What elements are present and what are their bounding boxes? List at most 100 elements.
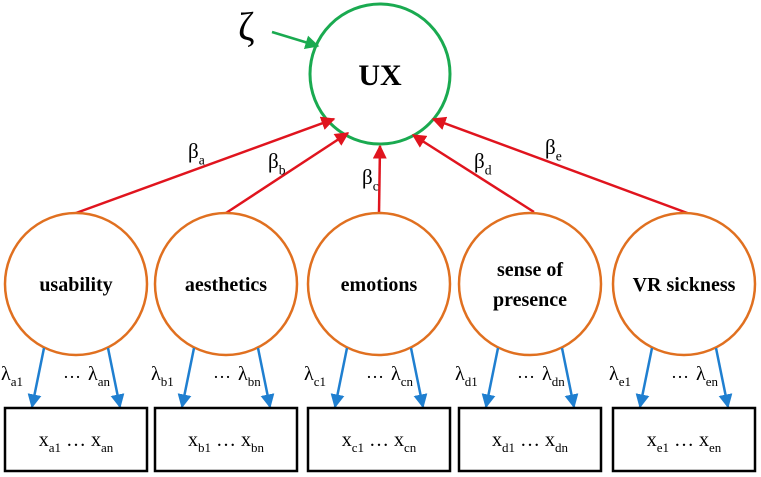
beta-label-subscript: c xyxy=(373,178,379,193)
beta-label-0: βa xyxy=(188,139,205,167)
indicator-box xyxy=(3,406,149,473)
indicator-first-base: x xyxy=(39,429,49,451)
construct-label: sense of xyxy=(497,259,563,281)
beta-label-2: βc xyxy=(362,165,379,193)
indicator-first-sub: a1 xyxy=(49,440,61,455)
indicator-last-sub: bn xyxy=(251,440,265,455)
structural-arrow xyxy=(411,133,535,214)
lambda-last-label-subscript: dn xyxy=(552,374,566,389)
lambda-first-label: λc1 xyxy=(304,363,326,389)
construct-circle xyxy=(457,211,603,357)
beta-label-base: β xyxy=(474,149,485,173)
indicator-last-sub: dn xyxy=(555,440,569,455)
loading-arrow-first xyxy=(177,347,196,409)
loading-arrow-first xyxy=(330,347,349,409)
ux-circle xyxy=(308,2,452,146)
loading-ellipsis: … xyxy=(63,362,81,382)
loading-ellipsis: … xyxy=(671,362,689,382)
indicator-ellipsis: … xyxy=(364,429,394,451)
loading-arrow-last xyxy=(560,347,579,409)
construct-label: VR sickness xyxy=(633,274,736,296)
lambda-first-label-base: λ xyxy=(304,363,314,385)
beta-label-base: β xyxy=(362,165,373,189)
indicator-last-base: x xyxy=(699,429,709,451)
lambda-last-label: λbn xyxy=(238,363,261,389)
ux-label: UX xyxy=(358,59,402,92)
indicator-label: xb1 … xbn xyxy=(188,429,265,455)
loading-ellipsis: … xyxy=(517,362,535,382)
indicator-box xyxy=(306,406,452,473)
indicator-ellipsis: … xyxy=(61,429,91,451)
construct-circle xyxy=(306,211,452,357)
loading-arrow-first xyxy=(27,347,46,409)
beta-label-subscript: e xyxy=(556,148,562,163)
indicator-label: xe1 … xen xyxy=(647,429,722,455)
indicator-first-sub: b1 xyxy=(198,440,211,455)
indicator-last-base: x xyxy=(394,429,404,451)
lambda-first-label: λb1 xyxy=(151,363,174,389)
indicator-ellipsis: … xyxy=(211,429,241,451)
lambda-last-label-subscript: an xyxy=(98,374,111,389)
construct-1: aesthetics…xb1 … xbn xyxy=(153,131,350,473)
loading-arrow-last xyxy=(106,347,125,409)
construct-label: usability xyxy=(39,274,112,296)
lambda-first-label-base: λ xyxy=(455,363,465,385)
construct-label: aesthetics xyxy=(185,274,267,296)
indicator-last-base: x xyxy=(241,429,251,451)
lambda-first-label-subscript: c1 xyxy=(314,374,326,389)
construct-4: VR sickness … xe1 … xen xyxy=(431,116,757,473)
lambda-last-label-subscript: bn xyxy=(248,374,262,389)
beta-label-3: βd xyxy=(474,149,492,177)
indicator-last-sub: cn xyxy=(404,440,417,455)
beta-label-1: βb xyxy=(268,149,286,177)
structural-arrow xyxy=(225,131,350,215)
lambda-last-label-base: λ xyxy=(238,363,248,385)
indicator-first-sub: e1 xyxy=(657,440,669,455)
lambda-last-label-base: λ xyxy=(542,363,552,385)
lambda-last-label: λen xyxy=(696,363,718,389)
construct-0: usability…xa1 … xan xyxy=(3,116,336,473)
indicator-last-base: x xyxy=(545,429,555,451)
lambda-last-label: λdn xyxy=(542,363,565,389)
indicator-first-sub: d1 xyxy=(502,440,515,455)
structural-arrow xyxy=(75,116,336,215)
indicator-label: xd1 … xdn xyxy=(492,429,569,455)
indicator-box xyxy=(153,406,299,473)
lambda-first-label-subscript: b1 xyxy=(161,374,174,389)
loading-ellipsis: … xyxy=(213,362,231,382)
indicator-label: xa1 … xan xyxy=(39,429,114,455)
zeta-symbol: ζ xyxy=(238,4,255,49)
indicator-last-base: x xyxy=(91,429,101,451)
loading-ellipsis: … xyxy=(366,362,384,382)
indicator-box xyxy=(457,406,603,473)
indicator-first-base: x xyxy=(647,429,657,451)
loading-arrow-first xyxy=(481,347,500,409)
indicator-first-base: x xyxy=(188,429,198,451)
lambda-first-label-subscript: a1 xyxy=(11,374,23,389)
indicator-ellipsis: … xyxy=(515,429,545,451)
lambda-last-label-base: λ xyxy=(696,363,706,385)
loading-arrow-last xyxy=(409,347,428,409)
indicator-label: xc1 … xcn xyxy=(342,429,417,455)
indicator-box xyxy=(611,406,757,473)
lambda-first-label-base: λ xyxy=(609,363,619,385)
indicator-first-sub: c1 xyxy=(352,440,364,455)
beta-label-base: β xyxy=(268,149,279,173)
loading-arrow-last xyxy=(714,347,733,409)
construct-circle xyxy=(611,211,757,357)
lambda-first-label: λa1 xyxy=(1,363,23,389)
construct-label: presence xyxy=(493,289,567,311)
lambda-first-label-subscript: d1 xyxy=(465,374,478,389)
beta-label-base: β xyxy=(188,139,199,163)
lambda-last-label-base: λ xyxy=(88,363,98,385)
beta-label-subscript: d xyxy=(485,162,492,177)
lambda-first-label-base: λ xyxy=(151,363,161,385)
lambda-first-label: λe1 xyxy=(609,363,631,389)
construct-label: emotions xyxy=(341,274,418,296)
lambda-first-label: λd1 xyxy=(455,363,478,389)
lambda-last-label: λcn xyxy=(391,363,413,389)
lambda-last-label-base: λ xyxy=(391,363,401,385)
structural-arrow xyxy=(372,144,387,214)
beta-label-4: βe xyxy=(545,135,562,163)
